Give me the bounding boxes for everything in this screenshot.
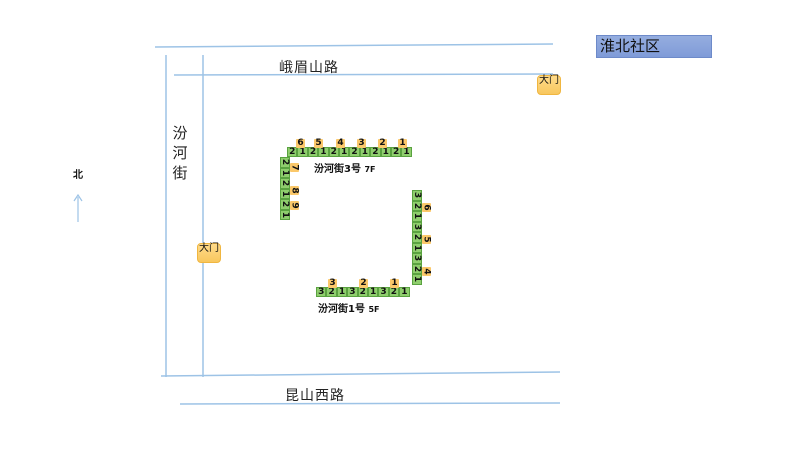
cell: 1 [399,287,410,297]
south-road-label: 昆山西路 [285,388,345,404]
cell: 1 [359,147,371,157]
south-road-inner-line [160,371,561,377]
building-name: 汾河街3号 [314,164,361,175]
cell: 2 [349,147,360,157]
cell: 1 [297,147,308,157]
cell: 1 [412,211,422,222]
cell: 1 [280,188,290,199]
cell: 2 [370,147,381,157]
cell: 1 [338,147,350,157]
cell: 2 [390,147,402,157]
cell: 2 [388,287,400,297]
cell: 2 [326,287,337,297]
building-1-label: 汾河街1号 5F [318,300,379,315]
cell: 1 [367,287,379,297]
cell: 2 [357,287,368,297]
cell: 3 [316,287,327,297]
building-floors: 7F [364,165,376,174]
cell: 1 [412,274,422,285]
unit-badge: 4 [421,267,432,276]
unit-badge: 6 [296,138,305,148]
building-floors: 5F [368,305,380,314]
building-3-top-row: 2 1 2 1 2 1 2 1 2 1 2 1 [287,147,412,157]
cell: 1 [336,287,348,297]
unit-badge: 6 [421,203,432,212]
cell: 2 [412,232,422,243]
north-road-inner-line [173,73,554,76]
cell: 1 [280,209,290,220]
cell: 1 [401,147,412,157]
cell: 2 [412,263,422,274]
unit-badge: 2 [359,278,368,288]
cell: 2 [412,200,422,211]
cell: 3 [412,190,422,201]
unit-badge: 3 [328,278,337,288]
cell: 1 [318,147,329,157]
unit-badge: 2 [378,138,387,148]
building-1-right-column: 3 2 1 3 2 1 3 2 1 [412,190,422,285]
unit-badge: 1 [390,278,399,288]
cell: 3 [412,221,422,232]
north-road-label: 峨眉山路 [279,60,339,76]
cell: 3 [378,287,389,297]
cell: 2 [287,147,298,157]
north-label: 北 [73,170,83,181]
cell: 1 [412,242,422,253]
unit-badge: 4 [336,138,345,148]
cell: 2 [307,147,319,157]
unit-badge: 9 [289,201,300,210]
cell: 2 [328,147,339,157]
west-road-label: 汾河街 [172,124,188,182]
building-3-label: 汾河街3号 7F [314,160,375,175]
unit-badge: 1 [398,138,407,148]
gate-northeast: 大门 [537,75,561,95]
cell: 2 [280,178,290,189]
unit-badge: 5 [421,235,432,244]
cell: 3 [412,253,422,264]
north-arrow-icon [72,194,84,224]
cell: 1 [280,167,290,178]
cell: 2 [280,157,290,168]
unit-badge: 8 [289,186,300,195]
south-road-outer-line [179,402,561,405]
unit-badge: 3 [357,138,366,148]
building-3-left-column: 2 1 2 1 2 1 [280,157,290,220]
community-label: 淮北社区 [596,35,712,58]
building-1-bottom-row: 3 2 1 3 2 1 3 2 1 [316,287,410,297]
building-name: 汾河街1号 [318,304,365,315]
north-arrow-head [73,193,83,202]
north-road-outer-line [154,43,554,48]
cell: 2 [280,199,290,210]
cell: 3 [347,287,358,297]
unit-badge: 5 [314,138,323,148]
unit-badge: 7 [289,163,300,172]
cell: 1 [380,147,391,157]
gate-west: 大门 [197,243,221,263]
